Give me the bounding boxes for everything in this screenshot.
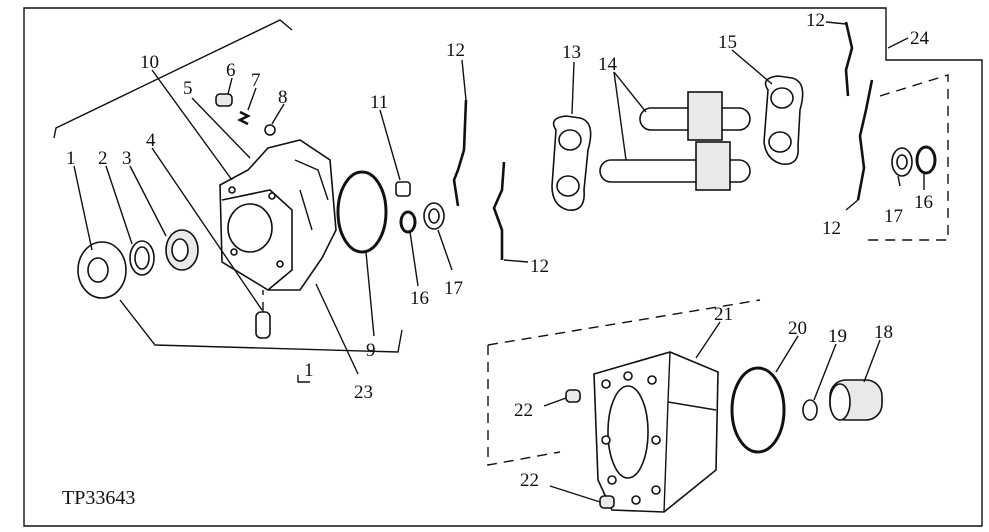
callout-21: 21 — [714, 304, 733, 325]
callout-3: 3 — [122, 148, 132, 169]
part-plug-6 — [215, 93, 233, 107]
callout-1-bottom: 1 — [304, 360, 314, 381]
part-bearing-3 — [165, 229, 199, 271]
bracket-front-cover — [53, 19, 293, 139]
callout-9: 9 — [366, 340, 376, 361]
bracket-front-cover-base — [297, 375, 310, 383]
part-wear-plate-13 — [551, 115, 592, 211]
part-o-ring-20 — [730, 366, 786, 454]
part-o-ring-9 — [336, 170, 388, 254]
callout-12-d: 12 — [822, 218, 841, 239]
callout-24: 24 — [910, 28, 930, 49]
dashed-box-gear-section — [868, 74, 949, 241]
callout-7: 7 — [251, 70, 261, 91]
part-dowel-22-b — [599, 495, 615, 509]
callout-8: 8 — [278, 87, 288, 108]
part-dowel-22-a — [565, 389, 581, 403]
part-seal-17-left — [423, 202, 445, 230]
part-channel-seal-12-a — [452, 99, 468, 207]
part-channel-seal-12-d — [856, 79, 874, 201]
callout-22-a: 22 — [514, 400, 533, 421]
part-seal-1 — [77, 241, 127, 299]
callout-12-a: 12 — [446, 40, 465, 61]
part-bushing-11 — [395, 181, 411, 197]
leader-lines — [73, 21, 925, 503]
callout-2: 2 — [98, 148, 108, 169]
bracket-front-cover-bottom — [119, 299, 403, 353]
callout-22-b: 22 — [520, 470, 539, 491]
diagram-frame — [23, 7, 983, 527]
part-seal-17-right — [891, 147, 913, 177]
callout-12-c: 12 — [806, 10, 825, 31]
callout-17-left: 17 — [444, 278, 463, 299]
part-dowel-pin-4 — [255, 290, 271, 339]
part-front-cover-23 — [219, 139, 337, 291]
callout-15: 15 — [718, 32, 737, 53]
part-channel-seal-12-b — [492, 161, 506, 260]
callout-20: 20 — [788, 318, 807, 339]
part-wear-plate-15 — [763, 75, 804, 165]
part-snap-ring-19 — [802, 399, 818, 421]
callout-16-left: 16 — [410, 288, 429, 309]
callout-23: 23 — [354, 382, 373, 403]
part-gear-shafts-14 — [599, 91, 751, 191]
part-spring-7 — [237, 110, 251, 126]
callout-6: 6 — [226, 60, 236, 81]
callout-14: 14 — [598, 54, 618, 75]
callout-11: 11 — [370, 92, 388, 113]
callout-13: 13 — [562, 42, 581, 63]
callout-4: 4 — [146, 130, 156, 151]
callout-10: 10 — [140, 52, 159, 73]
part-rear-housing-21 — [593, 351, 719, 513]
callout-1-top: 1 — [66, 148, 76, 169]
callout-19: 19 — [828, 326, 847, 347]
part-bushing-18 — [829, 379, 883, 421]
callout-12-b: 12 — [530, 256, 549, 277]
callout-18: 18 — [874, 322, 893, 343]
part-channel-seal-12-c — [844, 21, 854, 97]
part-ball-8 — [264, 124, 276, 136]
callout-16-right: 16 — [914, 192, 933, 213]
callout-17-right: 17 — [884, 206, 903, 227]
part-snap-ring-2 — [129, 240, 155, 276]
part-o-ring-16-right — [915, 145, 937, 175]
callout-5: 5 — [183, 78, 193, 99]
figure-code-caption: TP33643 — [62, 487, 135, 509]
dashed-box-rear-housing — [487, 299, 761, 466]
part-o-ring-16-left — [399, 210, 417, 234]
